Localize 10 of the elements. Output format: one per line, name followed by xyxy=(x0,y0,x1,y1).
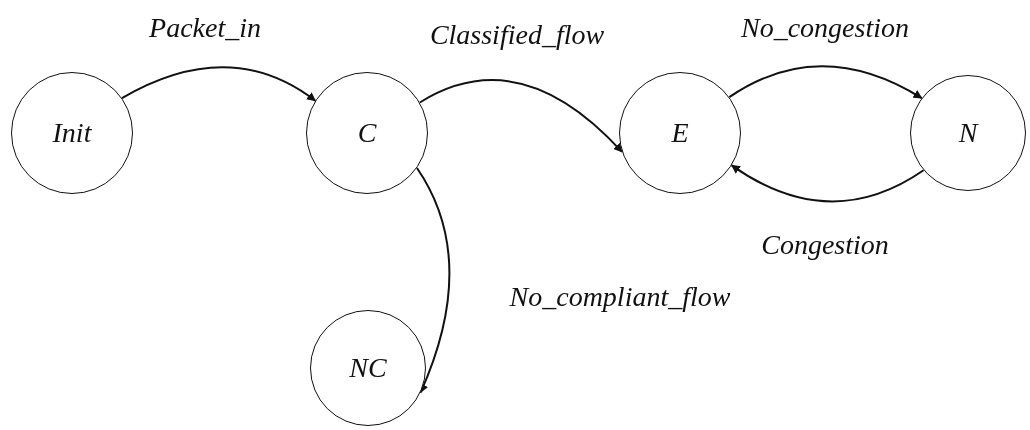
arrow xyxy=(730,164,925,203)
state-label: N xyxy=(958,117,978,149)
state-label: C xyxy=(357,117,377,149)
state-label: Init xyxy=(52,117,92,149)
state-label: E xyxy=(671,117,689,149)
arrow xyxy=(415,167,451,394)
arrow xyxy=(418,79,623,153)
state-label: NC xyxy=(349,352,387,384)
arrow xyxy=(728,65,923,100)
arrow xyxy=(120,66,317,102)
